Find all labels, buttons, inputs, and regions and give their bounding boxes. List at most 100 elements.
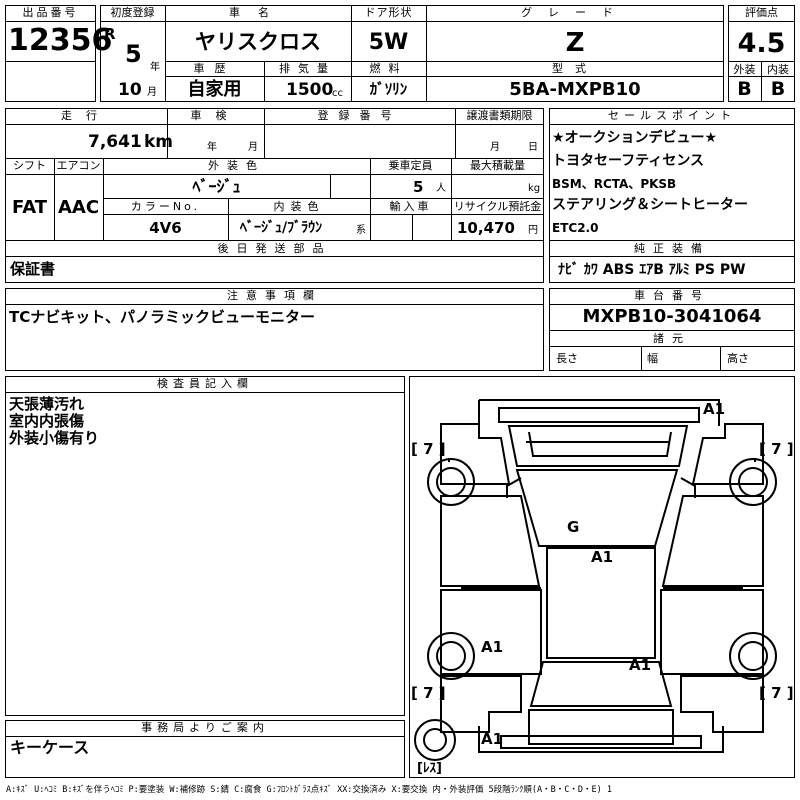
- grade-label: グレード: [521, 6, 629, 19]
- height-label: 高さ: [727, 352, 749, 365]
- first-reg-label: 初度登録: [110, 6, 155, 19]
- import-label: 輸入車: [389, 200, 432, 213]
- displacement-label: 排気量: [279, 62, 336, 75]
- grade: Z: [565, 28, 585, 58]
- office-label: 事務局よりご案内: [141, 721, 269, 734]
- inspection-month-unit: 月: [248, 142, 258, 153]
- tire-tread-rear-right: [ 7 ]: [759, 684, 794, 702]
- selling-line-2: トヨタセーフティセンス: [552, 153, 705, 169]
- damage-mark-a1-roof: A1: [591, 548, 613, 566]
- shift-label: シフト: [13, 159, 46, 172]
- score-label: 評価点: [745, 6, 778, 19]
- tire-tread-front-right: [ 7 ]: [759, 440, 794, 458]
- interior-color: ﾍﾞｰｼﾞｭ/ﾌﾞﾗｳﾝ: [240, 220, 323, 236]
- equipment: ﾅﾋﾞ ｶﾜ ABS ｴｱB ｱﾙﾐ PS PW: [558, 262, 746, 278]
- ac: AAC: [57, 197, 100, 218]
- wheel-marks: [414, 458, 777, 761]
- capacity: 5: [413, 178, 424, 196]
- capacity-unit: 人: [436, 183, 446, 194]
- mileage-label: 走行: [61, 109, 111, 122]
- transfer-month-unit: 月: [490, 142, 500, 153]
- int-label: 内装: [767, 63, 789, 76]
- inspector-note-1: 天張薄汚れ: [9, 395, 85, 413]
- damage-mark-g-windshield: G: [567, 518, 579, 536]
- equip-label: 純正装備: [634, 242, 710, 255]
- inspector-note-2: 室内内張傷: [9, 412, 85, 430]
- lot-number: 12356: [8, 23, 113, 58]
- frame-box: [549, 288, 795, 371]
- car-name-label: 車名: [229, 6, 287, 19]
- selling-line-1: ★オークションデビュー★: [552, 130, 718, 146]
- length-label: 長さ: [556, 352, 578, 365]
- era: R: [104, 25, 116, 43]
- tire-tread-rear-left: [ 7 ]: [411, 684, 446, 702]
- displacement-unit: cc: [332, 88, 343, 99]
- history: 自家用: [187, 79, 242, 100]
- selling-line-3: BSM、RCTA、PKSB: [552, 177, 677, 191]
- score: 4.5: [737, 28, 786, 59]
- damage-mark-a1-rear-bumper: A1: [481, 730, 503, 748]
- displacement: 1500: [286, 80, 334, 100]
- caution-box: [5, 288, 544, 371]
- selling-line-4: ステアリング＆シートヒーター: [552, 197, 748, 213]
- damage-mark-a1-trunk: A1: [629, 656, 651, 674]
- ext-grade: B: [737, 78, 752, 100]
- frame-label: 車台番号: [634, 289, 710, 302]
- lot-label: 出品番号: [22, 6, 79, 19]
- recycle-label: リサイクル預託金: [453, 200, 542, 213]
- model: 5BA-MXPB10: [509, 79, 641, 100]
- fuel-label: 燃料: [369, 62, 408, 75]
- legend: A:ｷｽﾞ U:ﾍｺﾐ B:ｷｽﾞを伴うﾍｺﾐ P:要塗装 W:補修跡 S:錆 …: [6, 785, 612, 795]
- color-no-label: カラーNo.: [130, 200, 201, 213]
- inspector-note-3: 外装小傷有り: [9, 429, 100, 447]
- tire-tread-front-left: [ 7 ]: [411, 440, 446, 458]
- frame-number: MXPB10-3041064: [582, 306, 762, 327]
- interior-color-label: 内装色: [273, 200, 325, 213]
- inspection-year-unit: 年: [207, 142, 217, 153]
- inspector-label: 検査員記入欄: [157, 377, 253, 390]
- transfer-label: 譲渡書類期限: [466, 109, 533, 122]
- load-unit: kg: [528, 183, 541, 194]
- mileage-unit: km: [144, 132, 174, 152]
- car-diagram-box: [409, 376, 795, 778]
- transfer-day-unit: 日: [528, 142, 538, 153]
- lot-box: [5, 5, 96, 102]
- office-text: キーケース: [10, 738, 90, 757]
- details-box: [5, 108, 544, 283]
- color-no: 4V6: [149, 219, 182, 237]
- selling-label: セールスポイント: [608, 109, 736, 122]
- spare-tire: [ﾚｽ]: [417, 761, 442, 776]
- int-grade: B: [770, 78, 786, 100]
- color-label: 外装色: [208, 159, 265, 172]
- damage-mark-a1-left-rear: A1: [481, 638, 503, 656]
- door-shape: 5W: [368, 30, 409, 55]
- shift: FAT: [11, 197, 48, 218]
- capacity-label: 乗車定員: [388, 159, 433, 172]
- inspector-box: [5, 376, 405, 716]
- ext-label: 外装: [733, 63, 756, 76]
- body-color: ﾍﾞｰｼﾞｭ: [192, 177, 241, 196]
- mileage: 7,641: [88, 132, 142, 152]
- year-number: 5: [125, 40, 142, 68]
- selling-box: [549, 108, 795, 283]
- reg-no-label: 登録番号: [317, 109, 402, 122]
- width-label: 幅: [647, 352, 658, 365]
- month-number: 10: [118, 80, 142, 100]
- year-unit: 年: [150, 62, 160, 73]
- fuel: ｶﾞｿﾘﾝ: [369, 80, 408, 98]
- spec-label: 諸元: [653, 332, 691, 345]
- inspection-label: 車検: [190, 109, 241, 122]
- recycle: 10,470: [457, 219, 515, 237]
- caution-label: 注意事項欄: [227, 289, 322, 302]
- office-box: [5, 720, 405, 778]
- recycle-unit: 円: [528, 225, 538, 236]
- car-name: ヤリスクロス: [195, 30, 321, 54]
- caution-text: TCナビキット、パノラミックビューモニター: [9, 308, 315, 326]
- model-label: 型式: [552, 62, 598, 75]
- history-label: 車歴: [193, 62, 236, 75]
- damage-mark-a1-front-bumper: A1: [703, 400, 725, 418]
- ac-label: エアコン: [56, 159, 101, 172]
- later-label: 後日発送部品: [217, 242, 332, 255]
- spec-header-box: [100, 5, 724, 102]
- month-unit: 月: [147, 87, 157, 98]
